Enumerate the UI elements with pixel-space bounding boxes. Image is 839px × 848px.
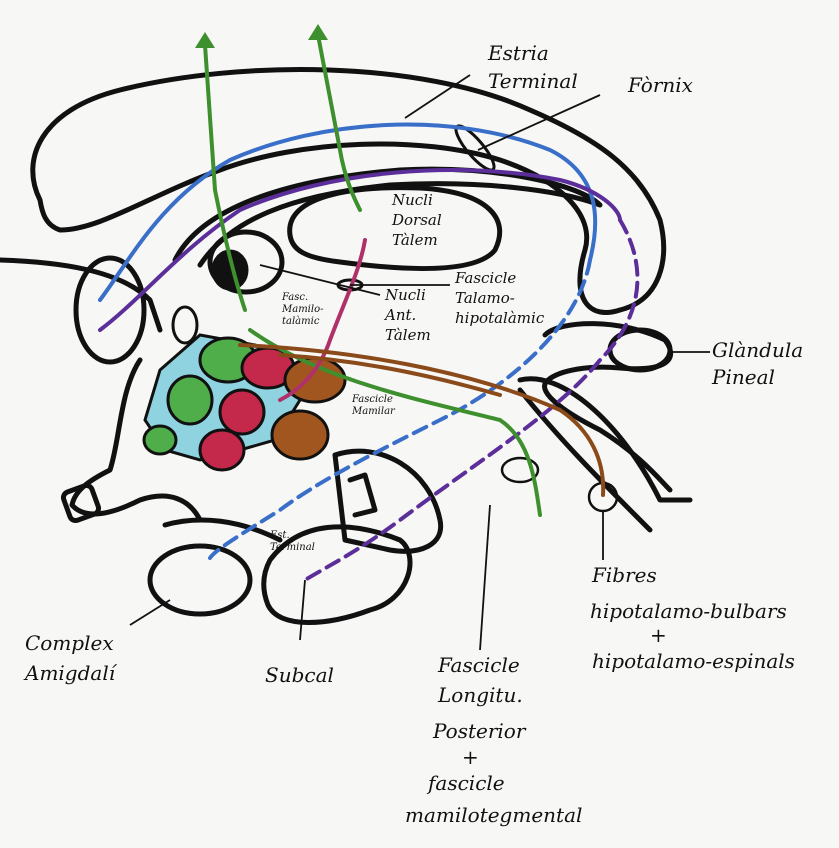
- colored-tracts: [98, 33, 640, 582]
- leader-estria: [404, 74, 471, 119]
- label-est-terminal-2: Terminal: [270, 542, 315, 553]
- label-estria-2: Terminal: [488, 69, 578, 93]
- nucleus-green-2: [166, 374, 214, 426]
- small-nucleus-white: [171, 305, 199, 345]
- nucleus-crimson-2: [218, 388, 266, 436]
- labels: Estria Terminal Fòrnix Nucli Dorsal Tàle…: [23, 41, 803, 827]
- label-fornix: Fòrnix: [627, 73, 693, 97]
- label-estria-1: Estria: [487, 41, 549, 65]
- label-fibres-2: hipotalamo-bulbars: [590, 599, 787, 623]
- thalamo-hypothalamic-tract: [278, 238, 367, 402]
- lower-structure: [162, 517, 283, 543]
- label-long-1: Fascicle: [437, 653, 520, 677]
- label-nucli-dorsal-2: Dorsal: [391, 211, 442, 229]
- mammillary-green-tract: [248, 328, 542, 517]
- label-fibres-3: hipotalamo-espinals: [592, 649, 795, 673]
- mammillary-body-2: [270, 409, 330, 461]
- optic-nerve: [60, 482, 102, 524]
- leader-complex: [129, 599, 171, 626]
- mammillotegmental-tract: [278, 353, 502, 397]
- septal-nucleus: [73, 255, 147, 365]
- label-nucli-ant-2: Ant.: [383, 306, 416, 324]
- label-complex-2: Amigdalí: [23, 661, 118, 685]
- stria-terminalis-dashed: [208, 258, 592, 560]
- label-fascicle-mamilar-2: Mamilar: [351, 406, 396, 417]
- dorsal-thalamus-nucleus: [287, 185, 503, 272]
- label-nucli-ant-3: Tàlem: [385, 326, 431, 344]
- arrow-heads: [195, 24, 328, 48]
- hypothalamus-region: [142, 305, 347, 472]
- chiasm-outline: [69, 357, 203, 523]
- label-nucli-dorsal-1: Nucli: [391, 191, 433, 209]
- label-fasc-mamilo-2: Mamilo-: [281, 304, 324, 315]
- label-long-plus: +: [462, 745, 479, 769]
- tract-loop: [500, 456, 540, 484]
- nucleus-green-3: [142, 424, 178, 456]
- label-fibres-1: Fibres: [591, 563, 657, 587]
- label-fasc-mamilo-1: Fasc.: [281, 292, 308, 303]
- label-subcal: Subcal: [265, 663, 334, 687]
- label-fasc-mamilo-3: talàmic: [282, 316, 320, 327]
- label-nucli-dorsal-3: Tàlem: [392, 231, 438, 249]
- subcallosal-block: [261, 524, 413, 625]
- label-fascicle-talamo-2: Talamo-: [455, 289, 515, 307]
- ascending-tract-1: [203, 43, 247, 312]
- label-long-3: Posterior: [432, 719, 527, 743]
- stria-terminalis-tract: [98, 122, 598, 302]
- label-fascicle-talamo-3: hipotalàmic: [455, 309, 545, 327]
- leader-fornix: [477, 94, 601, 151]
- tegmentum-outline: [517, 387, 653, 533]
- leader-long: [479, 504, 491, 651]
- ascending-tract-2: [316, 33, 362, 212]
- fornix-outline: [172, 166, 603, 268]
- label-fascicle-talamo-1: Fascicle: [454, 269, 516, 287]
- label-nucli-ant-1: Nucli: [384, 286, 426, 304]
- leader-nucli-ant: [259, 264, 381, 296]
- anterior-thalamus-nucleus: [207, 229, 285, 295]
- brainstem-outline: [0, 257, 163, 333]
- arrow-up-icon: [308, 24, 328, 40]
- label-est-terminal-1: Est.: [269, 530, 290, 541]
- label-long-5: mamilotegmental: [405, 803, 582, 827]
- label-long-2: Longitu.: [437, 683, 523, 707]
- amygdala-outline: [147, 543, 253, 617]
- label-fascicle-mamilar-1: Fascicle: [351, 394, 393, 405]
- fornix-tract-dashed: [303, 218, 640, 582]
- label-fibres-plus: +: [650, 623, 667, 647]
- pons-notch: [347, 472, 378, 518]
- label-glandula-2: Pineal: [711, 365, 775, 389]
- label-complex-1: Complex: [25, 631, 114, 655]
- posterior-longitudinal-tract: [238, 343, 606, 497]
- midbrain-outline: [517, 376, 693, 503]
- black-outlines: [0, 67, 693, 625]
- fornix-tract: [98, 168, 622, 332]
- leader-lines: [129, 74, 710, 651]
- arrow-up-icon: [195, 32, 215, 48]
- label-glandula-1: Glàndula: [712, 338, 803, 362]
- nucleus-crimson-3: [198, 428, 246, 472]
- label-long-4: fascicle: [426, 771, 505, 795]
- leader-subcal: [299, 579, 306, 641]
